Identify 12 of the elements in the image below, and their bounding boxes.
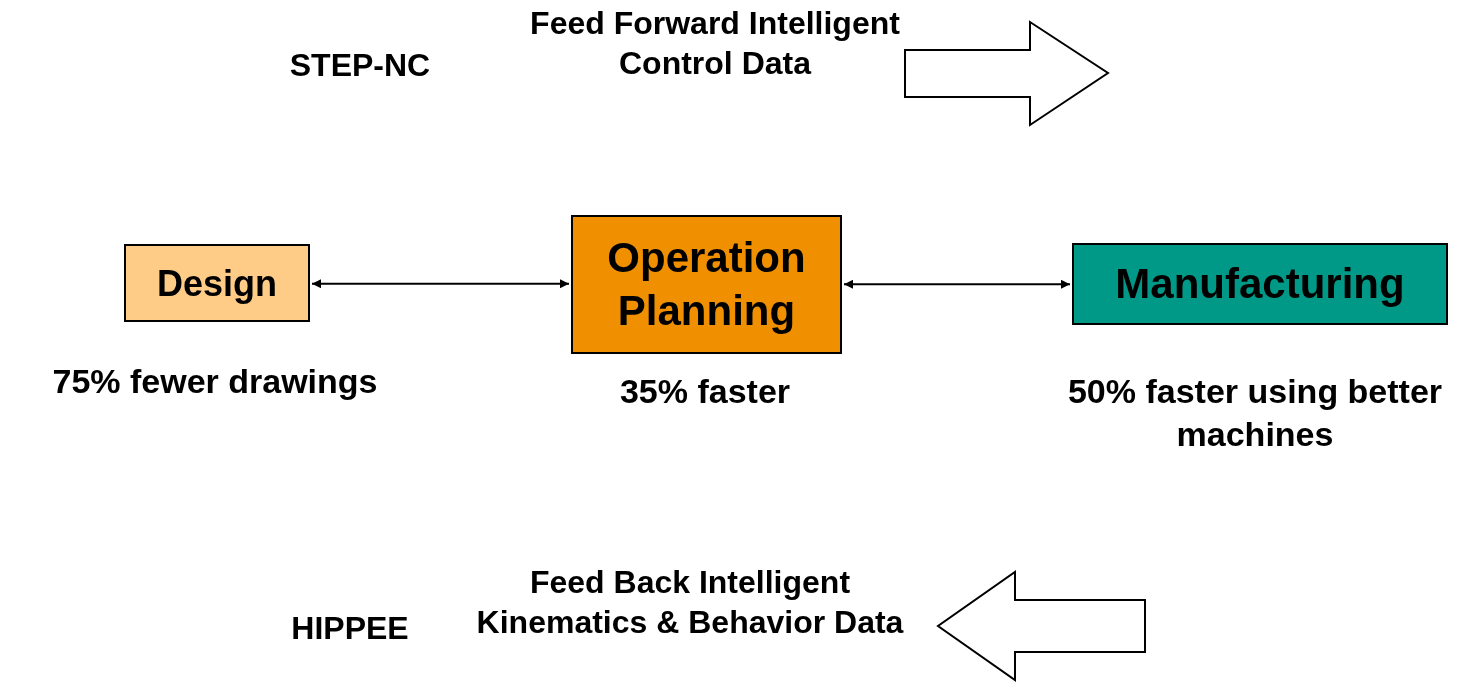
node-caption: 75% fewer drawings [51, 361, 379, 402]
process-box: Manufacturing [1072, 243, 1448, 325]
double-arrow [843, 279, 1071, 289]
process-box: Design [124, 244, 310, 322]
annotation-text: HIPPEE [290, 609, 410, 648]
annotation-text: Feed Forward Intelligent Control Data [529, 4, 901, 83]
annotation-text: Feed Back Intelligent Kinematics & Behavior Data [475, 563, 905, 642]
annotation-text: STEP-NC [288, 46, 432, 85]
process-box: Operation Planning [571, 215, 842, 354]
double-arrow [311, 279, 570, 289]
node-caption: 35% faster [618, 371, 792, 412]
node-caption: 50% faster using better machines [1066, 371, 1444, 455]
